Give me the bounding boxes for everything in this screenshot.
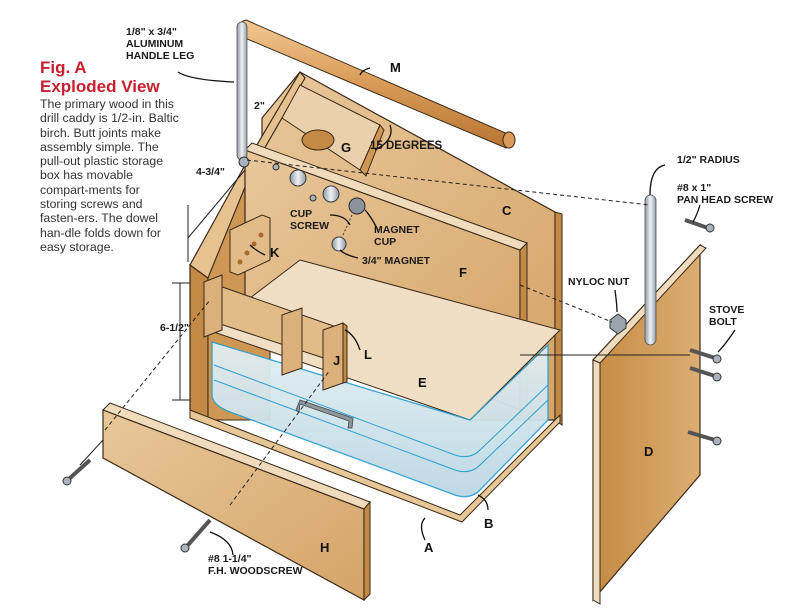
assembly-lines — [79, 159, 690, 506]
stove-bolt-2 — [689, 366, 722, 382]
callout-6-1-2: 6-1/2" — [160, 322, 189, 334]
part-label-j: J — [333, 353, 341, 368]
part-label-f: F — [459, 265, 467, 280]
part-label-h: H — [320, 540, 330, 555]
woodscrew-left — [62, 458, 92, 486]
angled-shelf-g — [281, 84, 385, 177]
part-label-c: C — [502, 203, 512, 218]
callout-magnet: 3/4" MAGNET — [362, 255, 430, 267]
figure-title: Fig. A Exploded View — [40, 58, 160, 96]
part-label-b: B — [484, 516, 494, 531]
stove-bolt-1 — [689, 348, 722, 364]
plastic-storage-box — [211, 341, 549, 498]
part-label-d: D — [644, 444, 654, 459]
base-panel-a — [189, 409, 561, 523]
callout-woodscrew: #8 1-1/4" F.H. WOODSCREW — [208, 553, 303, 577]
stove-bolt-3 — [687, 430, 722, 446]
hardware — [62, 156, 722, 553]
bottom-panel-e — [206, 259, 561, 421]
front-strip-h — [102, 402, 371, 602]
part-label-g: G — [341, 140, 352, 155]
callout-15-degrees: 15 DEGREES — [370, 140, 443, 152]
pan-head-screw — [684, 218, 715, 233]
tray-dividers — [203, 274, 348, 391]
part-label-e: E — [418, 375, 427, 390]
aluminum-handle-legs — [236, 21, 657, 346]
callout-radius: 1/2" RADIUS — [677, 154, 740, 166]
callout-magnet-cup: MAGNET CUP — [374, 224, 420, 248]
figure-description: The primary wood in this drill caddy is … — [40, 97, 179, 254]
part-label-a: A — [424, 540, 434, 555]
part-label-l: L — [364, 347, 372, 362]
leader-arrows — [177, 67, 736, 556]
callout-two-inch: 2" — [254, 100, 265, 112]
figure-subtitle: Exploded View — [40, 77, 160, 96]
woodscrew-bottom — [180, 518, 212, 553]
callout-nyloc-nut: NYLOC NUT — [568, 276, 630, 288]
magnets — [272, 163, 366, 252]
callout-pan-head-screw: #8 x 1" PAN HEAD SCREW — [677, 182, 774, 206]
part-label-m: M — [390, 60, 401, 75]
callout-handle-leg: 1/8" x 3/4" ALUMINUM HANDLE LEG — [126, 26, 195, 62]
callout-4-3-4: 4-3/4" — [196, 166, 225, 178]
callout-stove-bolt: STOVE BOLT — [709, 304, 745, 328]
figure-label: Fig. A — [40, 58, 87, 77]
dowel-handle-m — [236, 19, 516, 149]
callout-cup-screw: CUP SCREW — [290, 208, 330, 232]
part-label-k: K — [270, 245, 280, 260]
